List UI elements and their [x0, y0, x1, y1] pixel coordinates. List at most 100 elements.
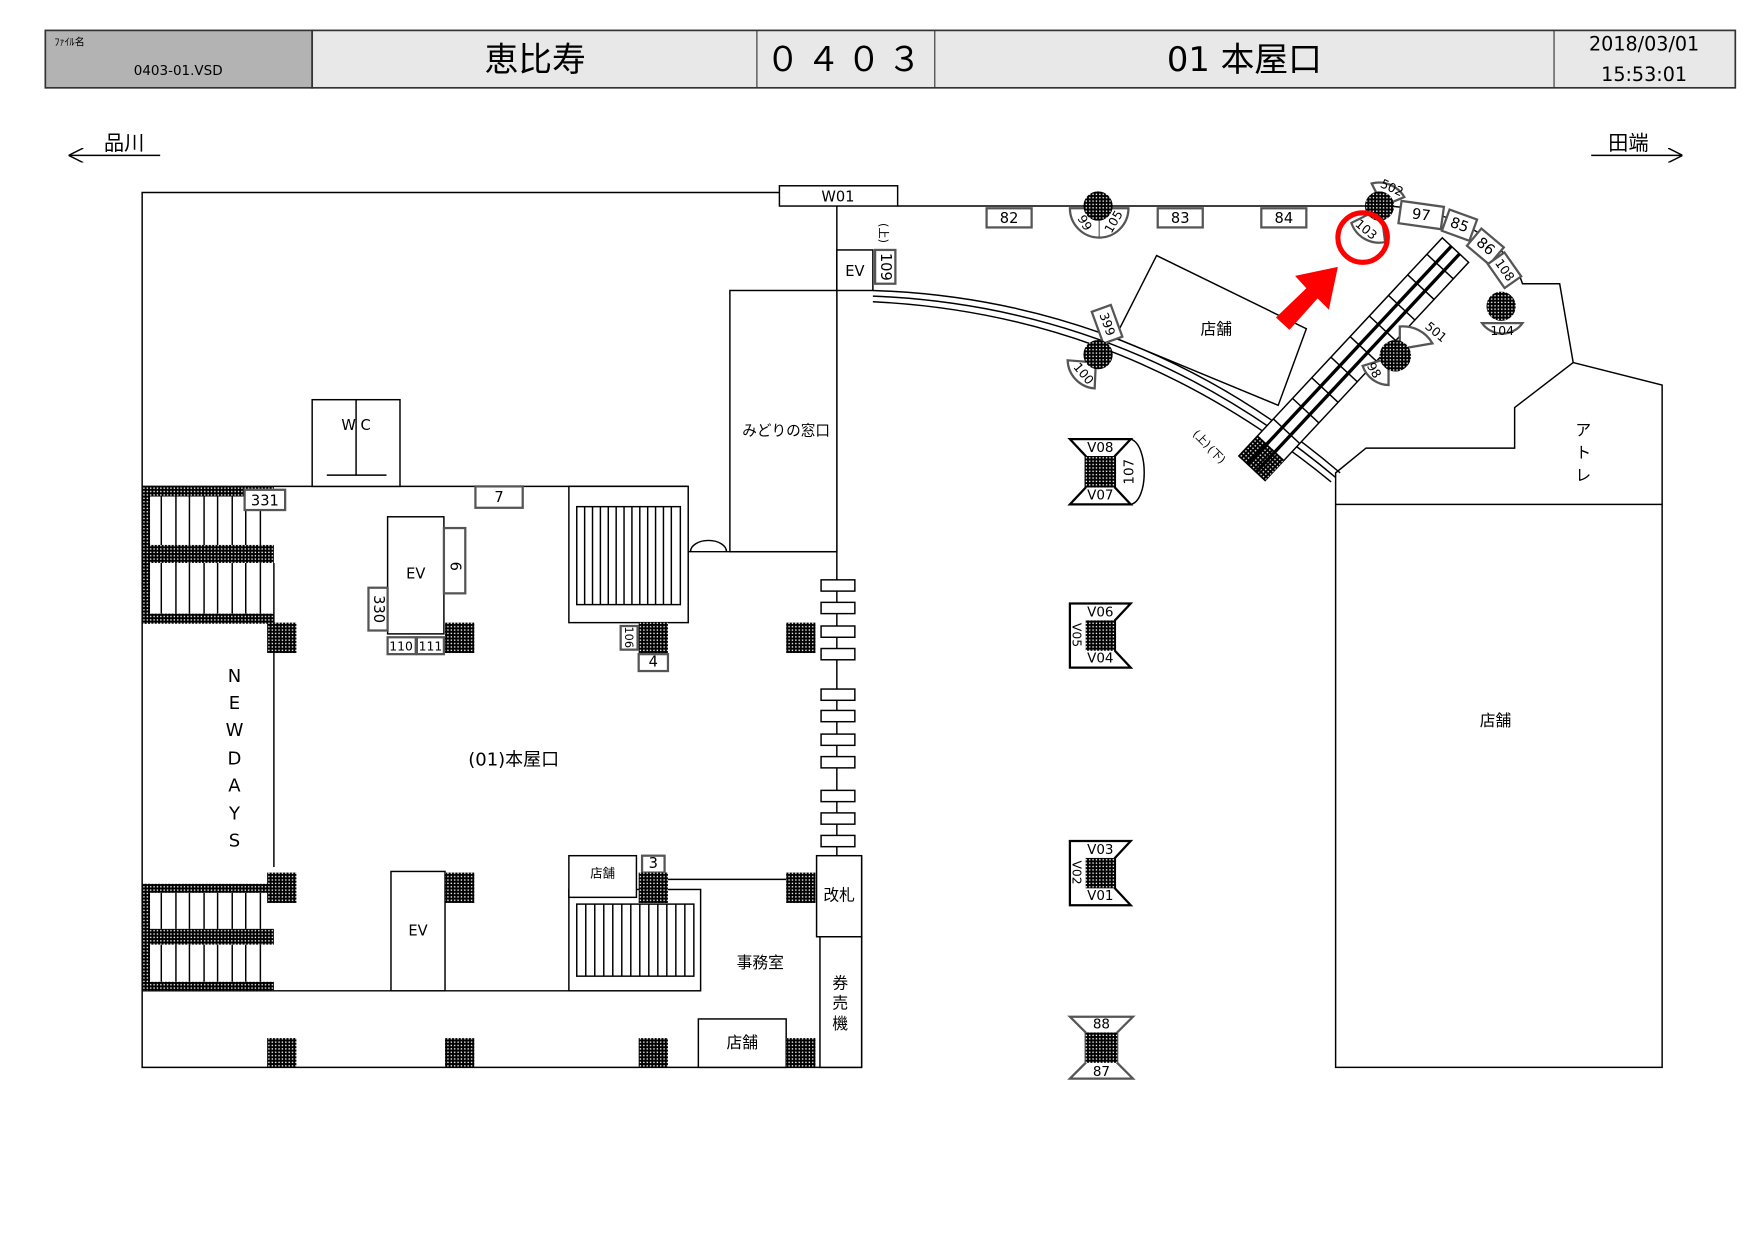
direction-left-label: 品川 — [104, 131, 145, 155]
newdays-shop-label: N E W D A Y S — [226, 666, 244, 851]
newdays-letter: S — [229, 831, 240, 852]
ticket-machines — [819, 936, 863, 1069]
board-v04-label: V04 — [1087, 651, 1113, 667]
midori-no-madoguchi — [729, 289, 838, 553]
board-82 — [985, 207, 1033, 229]
board-3-label: 3 — [649, 855, 658, 872]
direction-left: 品川 — [70, 131, 161, 155]
newdays-letter: N — [228, 666, 241, 687]
board-84 — [1260, 207, 1308, 229]
exit-name: 01 本屋口 — [1167, 40, 1322, 79]
board-w01-label: W01 — [821, 189, 854, 206]
board-98-label: 98 — [1364, 360, 1384, 381]
board-87-label: 87 — [1093, 1064, 1110, 1080]
board-111-label: 111 — [419, 639, 443, 653]
board-v06-label: V06 — [1087, 604, 1113, 620]
board-w01 — [778, 185, 899, 207]
board-399 — [1090, 303, 1124, 346]
board-106-label: 106 — [622, 627, 635, 648]
atre-label: ト — [1575, 443, 1591, 462]
board-97-label: 97 — [1411, 205, 1432, 224]
title-block: ﾌｧｲﾙ名 0403-01.VSD 恵比寿 ０４０３ 01 本屋口 2018/0… — [44, 29, 1737, 89]
elevator-lower — [390, 870, 446, 992]
pillar-104 — [1479, 291, 1525, 335]
pillar-88-87 — [1067, 1015, 1136, 1080]
atre-label: ア — [1575, 421, 1591, 440]
pillar-v06-v04 — [1068, 602, 1134, 669]
board-107-label: 107 — [1122, 459, 1138, 485]
shop-bottom-label: 店舗 — [727, 1033, 759, 1052]
office-label: 事務室 — [737, 953, 784, 972]
gate-slots — [820, 579, 856, 848]
newdays-letter: Y — [228, 804, 241, 825]
area-label: (01)本屋口 — [468, 749, 559, 770]
newdays-letter: W — [226, 720, 244, 741]
board-v08-label: V08 — [1087, 440, 1113, 456]
board-330-label: 330 — [370, 595, 387, 623]
date: 2018/03/01 — [1589, 32, 1699, 55]
escalator — [1237, 236, 1470, 482]
up-label-top: (上) — [877, 223, 890, 243]
ticket-machines-label: 売 — [832, 994, 848, 1013]
stairs-left-upper — [142, 486, 274, 624]
board-86 — [1465, 226, 1506, 267]
board-330 — [367, 586, 389, 632]
board-108 — [1486, 250, 1523, 290]
time: 15:53:01 — [1601, 63, 1687, 86]
board-106 — [619, 624, 639, 651]
newdays-letter: E — [229, 693, 240, 714]
board-88-label: 88 — [1093, 1017, 1110, 1033]
board-v07-label: V07 — [1087, 487, 1113, 503]
stairs-left-lower — [142, 883, 274, 991]
ticket-machines-label: 券 — [832, 973, 848, 992]
pillars — [267, 622, 816, 1068]
newdays-letter: A — [228, 775, 241, 796]
shop-big — [1334, 503, 1663, 1069]
board-4 — [637, 653, 670, 673]
pillar-v08-v07 — [1067, 437, 1145, 506]
elevator-top-label: EV — [845, 263, 864, 280]
board-v05-label: V05 — [1070, 623, 1084, 647]
midori-label: みどりの窓口 — [742, 422, 830, 440]
board-6 — [442, 526, 467, 595]
shop-upper — [1113, 254, 1308, 407]
board-7-label: 7 — [494, 489, 503, 506]
board-109-label: 109 — [877, 253, 894, 281]
file-label: ﾌｧｲﾙ名 — [54, 35, 84, 48]
board-111 — [415, 636, 446, 656]
elevator-upper-label: EV — [406, 566, 425, 583]
highlight-circle — [1335, 210, 1390, 265]
board-104-label: 104 — [1490, 324, 1514, 338]
board-85-label: 85 — [1448, 214, 1471, 236]
board-v03-label: V03 — [1087, 842, 1113, 858]
board-110-label: 110 — [389, 639, 413, 653]
elevator-upper — [386, 516, 445, 635]
restroom-label: W C — [341, 417, 370, 434]
board-7 — [474, 485, 524, 509]
board-82-label: 82 — [1000, 210, 1019, 227]
station-name: 恵比寿 — [484, 40, 585, 79]
shop-bottom — [697, 1018, 787, 1069]
pillar-501-98 — [1361, 325, 1435, 387]
shop-big-label: 店舗 — [1480, 711, 1512, 730]
direction-right: 田端 — [1591, 131, 1681, 155]
ticket-gate-label: 改札 — [823, 886, 855, 905]
shop-small — [568, 854, 638, 899]
board-6-label: 6 — [447, 562, 464, 571]
pillar-v03-v01 — [1068, 839, 1134, 907]
shop-upper-label: 店舗 — [1201, 319, 1233, 338]
board-83 — [1156, 207, 1204, 229]
stairs-center-lower — [568, 888, 702, 992]
board-85 — [1440, 208, 1479, 243]
stairs-center-upper — [568, 485, 689, 624]
direction-right-label: 田端 — [1608, 131, 1649, 155]
board-84-label: 84 — [1275, 210, 1294, 227]
board-4-label: 4 — [649, 654, 658, 671]
board-83-label: 83 — [1171, 210, 1190, 227]
board-97 — [1397, 199, 1446, 231]
highlight-arrow-icon — [1275, 266, 1338, 330]
board-v02-label: V02 — [1070, 860, 1084, 884]
board-v01-label: V01 — [1087, 888, 1113, 904]
file-name: 0403-01.VSD — [134, 63, 223, 79]
